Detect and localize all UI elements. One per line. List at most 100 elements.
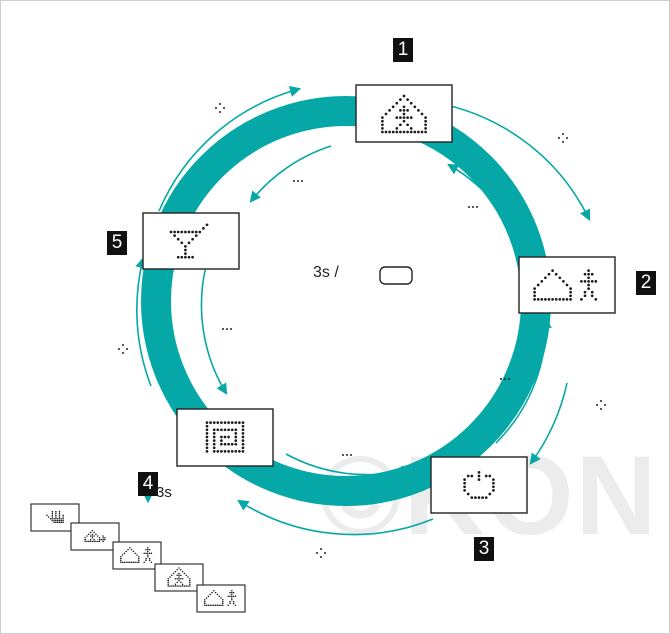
matrix-dot	[176, 255, 180, 259]
matrix-dot	[223, 428, 227, 432]
matrix-dot	[147, 548, 149, 551]
matrix-dot	[104, 538, 106, 541]
matrix-dot	[212, 428, 216, 432]
matrix-dot	[148, 548, 151, 551]
matrix-dot	[205, 604, 208, 606]
matrix-dot	[62, 521, 64, 524]
ellipsis-icon	[293, 180, 303, 182]
matrix-dot	[218, 604, 220, 606]
matrix-dot	[569, 298, 572, 301]
matrix-dot	[147, 554, 149, 556]
matrix-dot	[102, 540, 104, 543]
matrix-dot	[238, 421, 241, 424]
matrix-dot	[492, 489, 495, 492]
matrix-dot	[55, 518, 57, 520]
matrix-dot	[56, 518, 59, 520]
matrix-dot	[214, 604, 217, 606]
matrix-dot	[216, 428, 220, 432]
matrix-dot	[98, 537, 101, 539]
matrix-dot	[241, 421, 245, 424]
matrix-dot	[533, 287, 536, 290]
cocktail-glass-icon	[169, 223, 209, 259]
matrix-dot	[93, 531, 95, 534]
matrix-dot	[232, 595, 235, 597]
screen-number-3: 3	[474, 537, 494, 561]
matrix-dot	[86, 540, 88, 543]
matrix-dot	[180, 581, 182, 584]
dot-glyphs	[118, 103, 606, 558]
matrix-dot	[96, 535, 99, 537]
matrix-dot	[554, 272, 558, 276]
matrix-dot	[174, 578, 177, 580]
matrix-dot	[58, 516, 61, 518]
matrix-dot	[230, 428, 234, 432]
matrix-dot	[381, 130, 384, 134]
matrix-dot	[212, 446, 216, 450]
matrix-dot	[402, 109, 406, 112]
matrix-dot	[220, 435, 223, 439]
matrix-dot	[120, 556, 122, 558]
matrix-dot	[130, 548, 133, 551]
matrix-dot	[569, 290, 572, 294]
matrix-dot	[212, 432, 216, 435]
matrix-dot	[176, 237, 180, 241]
matrix-dot	[402, 105, 406, 109]
matrix-dot	[587, 276, 590, 280]
matrix-dot	[565, 283, 569, 287]
matrix-dot	[62, 516, 64, 518]
matrix-dot	[227, 450, 230, 453]
matrix-dot	[189, 581, 191, 584]
matrix-dot	[212, 421, 216, 424]
matrix-dot	[180, 255, 184, 259]
matrix-dot	[220, 597, 222, 599]
seq-screen-3	[112, 541, 162, 570]
matrix-dot	[587, 272, 590, 276]
matrix-dot	[178, 578, 180, 580]
matrix-dot	[51, 514, 54, 516]
matrix-dot	[388, 109, 391, 112]
arrow-5-to-1	[158, 85, 302, 212]
matrix-dot	[399, 130, 402, 134]
screen-number-5: 5	[107, 231, 127, 255]
matrix-dot	[381, 116, 384, 119]
matrix-dot	[93, 538, 95, 541]
matrix-dot	[204, 600, 206, 603]
matrix-dot	[173, 230, 176, 234]
matrix-dot	[402, 94, 406, 98]
matrix-dot	[230, 442, 234, 446]
matrix-dot	[183, 585, 186, 587]
matrix-dot	[89, 540, 92, 543]
matrix-dot	[56, 521, 59, 524]
matrix-dot	[143, 561, 145, 563]
matrix-dot	[89, 538, 92, 541]
matrix-dot	[123, 561, 126, 563]
matrix-dot	[227, 428, 230, 432]
matrix-dot	[58, 512, 61, 515]
matrix-dot	[488, 474, 492, 478]
matrix-dot	[223, 421, 227, 424]
matrix-dot	[213, 590, 215, 592]
matrix-dot	[590, 290, 594, 294]
matrix-dot	[86, 535, 88, 537]
matrix-dot	[96, 540, 99, 543]
matrix-dot	[205, 597, 208, 599]
matrix-dot	[209, 593, 211, 596]
matrix-dot	[477, 478, 481, 481]
house-person-exit-icon	[84, 529, 106, 543]
matrix-dot	[470, 496, 474, 499]
matrix-dot	[58, 519, 61, 522]
screen-3	[430, 456, 528, 514]
matrix-dot	[205, 442, 209, 446]
house-person-arrive-icon	[120, 547, 153, 563]
matrix-dot	[590, 272, 594, 276]
matrix-dot	[136, 561, 138, 563]
matrix-dot	[205, 450, 209, 453]
matrix-dot	[178, 585, 180, 587]
matrix-dot	[587, 280, 590, 283]
matrix-dot	[129, 547, 131, 549]
matrix-dot	[220, 439, 223, 442]
matrix-dot	[180, 574, 182, 576]
matrix-dot	[102, 535, 104, 537]
matrix-dot	[583, 294, 587, 298]
screen-1	[355, 84, 453, 143]
